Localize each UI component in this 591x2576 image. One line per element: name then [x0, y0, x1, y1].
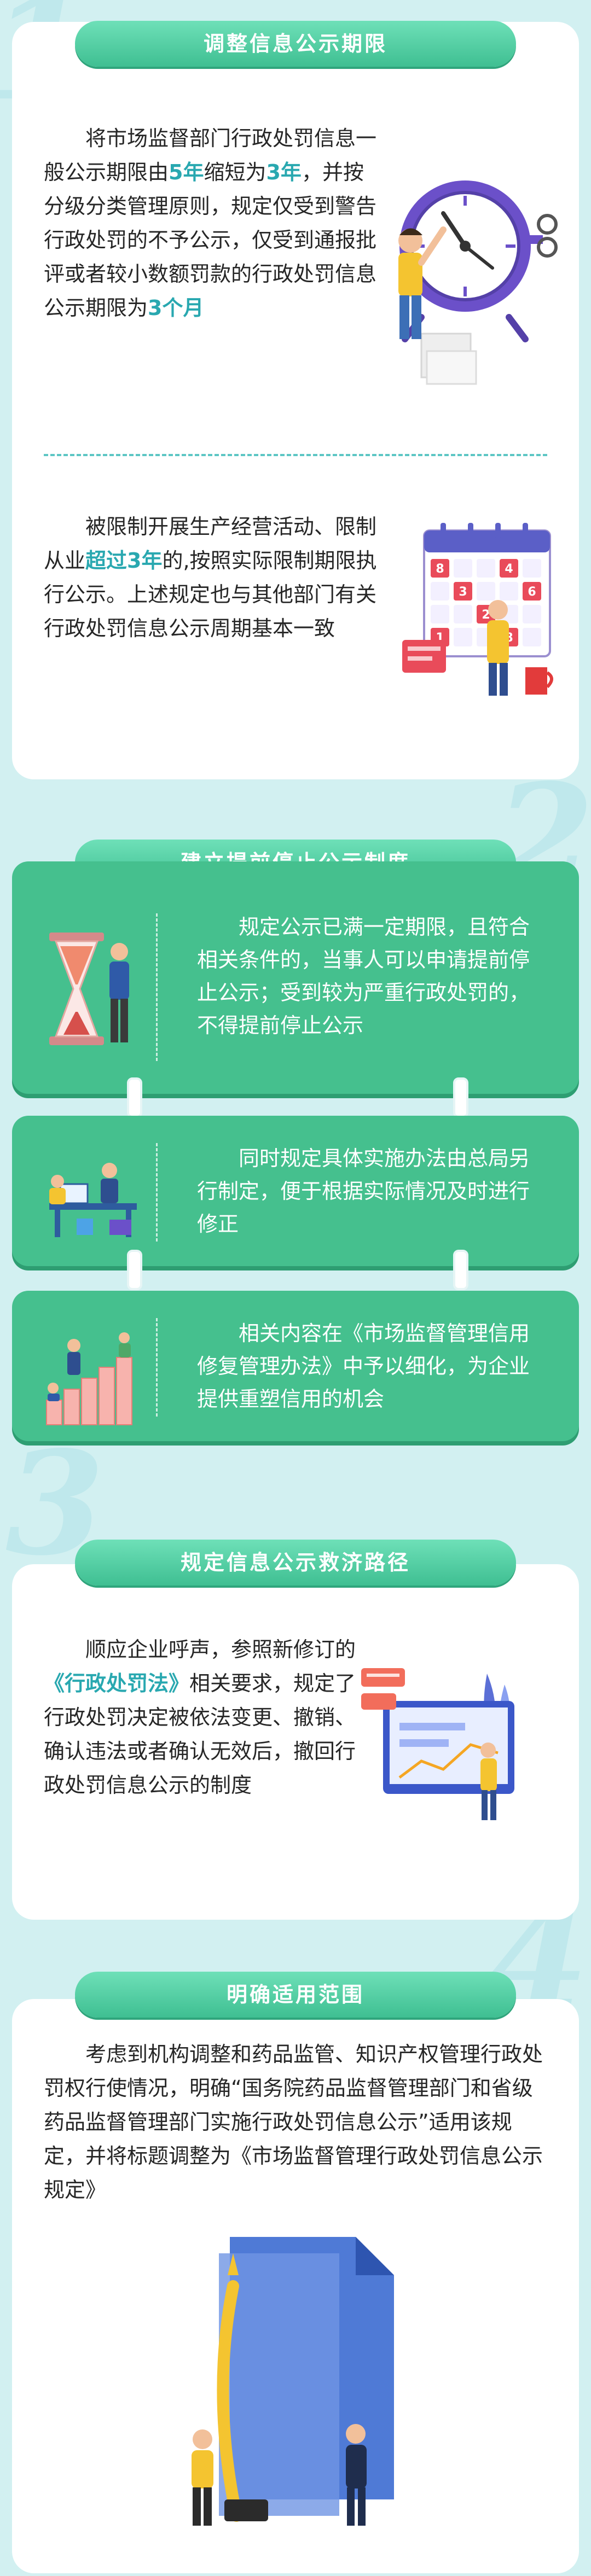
document-pen-illustration [192, 2237, 394, 2526]
section-2-item-1-text: 规定公示已满一定期限，且符合相关条件的，当事人可以申请提前停止公示；受到较为严重… [197, 915, 530, 1038]
calendar-cell [454, 628, 472, 646]
calendar-illustration: 8436218 [402, 523, 553, 696]
calendar-digit: 2 [482, 608, 490, 622]
paragraph-text: 的,按照实际限制期限执行公示。上述规定也与其他部门有关行政处罚信息公示周期基本一… [44, 549, 377, 640]
chain-link-1 [127, 1077, 142, 1118]
team-meeting-illustration [49, 1163, 137, 1237]
calendar-cell [431, 605, 449, 623]
calendar-cell [523, 582, 541, 601]
section-1-paragraph-2: 被限制开展生产经营活动、限制从业超过3年的,按照实际限制期限执行公示。上述规定也… [44, 510, 394, 645]
section-4-title: 明确适用范围 [75, 1972, 516, 2018]
paragraph-text: 相关要求，规定了行政处罚决定被依法变更、撤销、确认违法或者确认无效后，撤回行政处… [44, 1671, 356, 1797]
calendar-cell [500, 582, 518, 601]
monitor-chart-illustration [361, 1668, 514, 1820]
calendar-cell [523, 559, 541, 578]
chain-link-3 [127, 1250, 142, 1290]
highlighted-text: 5年 [169, 160, 204, 184]
section-4-paragraph: 考虑到机构调整和药品监管、知识产权管理行政处罚权行使情况，明确“国务院药品监督管… [44, 2042, 543, 2202]
highlighted-text: 《行政处罚法》 [44, 1671, 190, 1695]
paragraph-text: 顺应企业呼声，参照新修订的 [85, 1637, 356, 1662]
section-3-title: 规定信息公示救济路径 [75, 1540, 516, 1586]
calendar-digit: 3 [459, 585, 467, 599]
calendar-cell [477, 559, 495, 578]
calendar-digit: 4 [505, 562, 513, 576]
paragraph-text: 将市场监督部门行政处罚信息一般公示期限由 [44, 126, 377, 184]
chain-link-4 [453, 1250, 468, 1290]
paragraph-text: ，并按分级分类管理原则，规定仅受到警告行政处罚的不予公示，仅受到通报批评或者较小… [44, 160, 377, 320]
calendar-cell [477, 582, 495, 601]
bar-chart-people-illustration [46, 1332, 132, 1425]
section-1-title: 调整信息公示期限 [75, 21, 516, 67]
paragraph-text: 缩短为 [204, 160, 266, 184]
calendar-cell [431, 559, 449, 578]
calendar-cell [454, 582, 472, 601]
calendar-cell [523, 628, 541, 646]
section-1-paragraph-1: 将市场监督部门行政处罚信息一般公示期限由5年缩短为3年，并按分级分类管理原则，规… [44, 121, 383, 325]
paragraph-text: 被限制开展生产经营活动、限制从业 [44, 515, 377, 573]
calendar-digit: 8 [436, 562, 444, 576]
section-2-item-2-text: 同时规定具体实施办法由总局另行制定，便于根据实际情况及时进行修正 [197, 1146, 530, 1236]
section-2-item-2-divider [156, 1143, 158, 1242]
calendar-cell [500, 559, 518, 578]
section-2-item-3-text: 相关内容在《市场监督管理信用修复管理办法》中予以细化，为企业提供重塑信用的机会 [197, 1321, 530, 1411]
alarm-clock-illustration [398, 180, 558, 385]
highlighted-text: 超过3年 [85, 549, 163, 573]
calendar-cell [523, 605, 541, 623]
section-1-divider [44, 454, 547, 456]
calendar-digit: 6 [528, 585, 536, 599]
chain-link-2 [453, 1077, 468, 1118]
section-2-item-1-divider [156, 913, 158, 1061]
calendar-cell [454, 559, 472, 578]
highlighted-text: 3年 [266, 160, 302, 184]
section-2-item-1-card [12, 861, 579, 1094]
calendar-cell [454, 605, 472, 623]
highlighted-text: 3个月 [148, 296, 204, 320]
section-3-paragraph: 顺应企业呼声，参照新修订的《行政处罚法》相关要求，规定了行政处罚决定被依法变更、… [44, 1633, 361, 1802]
hourglass-illustration [49, 933, 129, 1045]
section-2-item-3-divider [156, 1318, 158, 1417]
calendar-cell [431, 582, 449, 601]
